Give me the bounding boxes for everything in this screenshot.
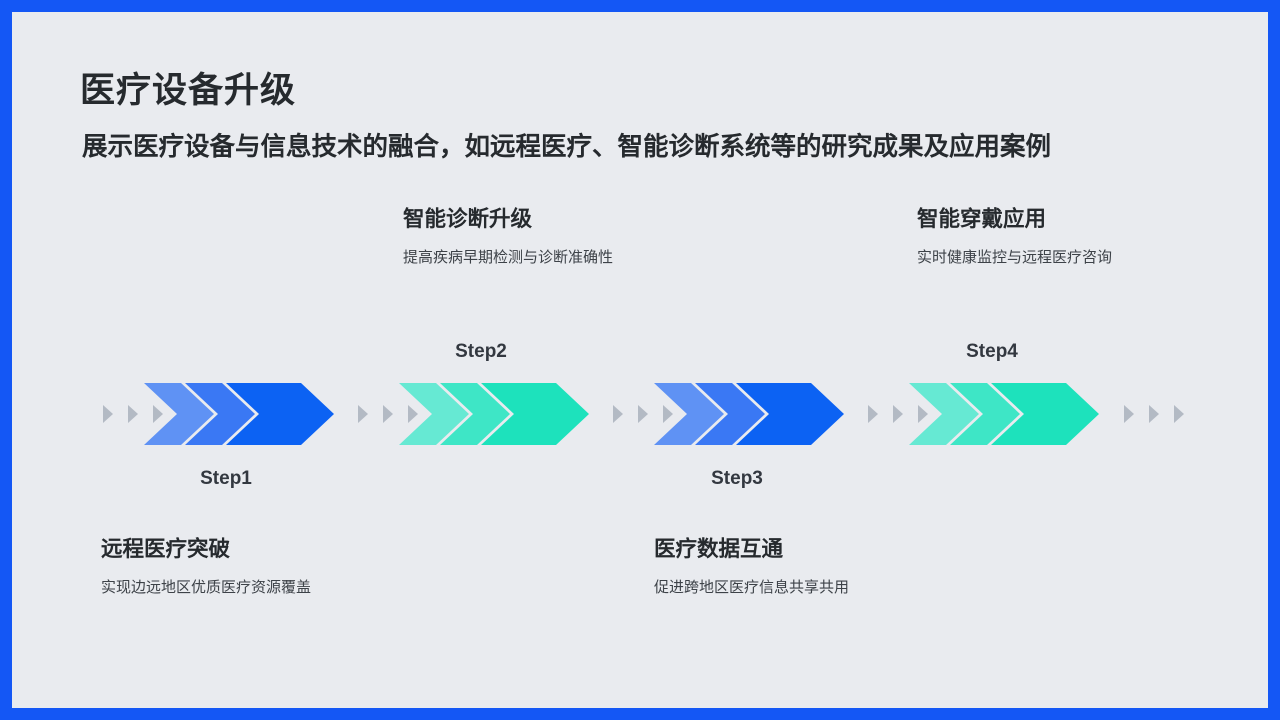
step-2-chevron-1 [399, 383, 469, 445]
step-3-chevron-1 [654, 383, 724, 445]
step-4-chevron-3 [991, 383, 1099, 445]
small-arrow-marker [358, 405, 368, 423]
step-1-chevron-2 [185, 383, 255, 445]
step-3-chevron-3 [736, 383, 844, 445]
step-3-label: Step3 [711, 468, 763, 489]
step-2-chevron-2 [440, 383, 510, 445]
step-1-chevron-1 [144, 383, 214, 445]
step-3-title: 医疗数据互通 [654, 537, 784, 562]
step-1-label: Step1 [200, 468, 252, 489]
step-4-chevron-1 [909, 383, 979, 445]
step-3-chevron-2 [695, 383, 765, 445]
step-1-chevron-3 [226, 383, 334, 445]
page-title: 医疗设备升级 [80, 71, 297, 111]
step-1-title: 远程医疗突破 [101, 537, 231, 562]
small-arrow-marker [893, 405, 903, 423]
small-arrow-marker [128, 405, 138, 423]
step-4-description: 实时健康监控与远程医疗咨询 [917, 248, 1113, 266]
step-1-card: 远程医疗突破 实现边远地区优质医疗资源覆盖 [101, 532, 327, 599]
step-3-card: 医疗数据互通 促进跨地区医疗信息共享共用 [654, 532, 880, 599]
small-arrow-marker [1124, 405, 1134, 423]
process-flow [103, 383, 1184, 445]
small-arrow-marker [383, 405, 393, 423]
small-arrow-marker [153, 405, 163, 423]
small-arrow-marker [103, 405, 113, 423]
small-arrow-marker [408, 405, 418, 423]
step-4-title: 智能穿戴应用 [917, 207, 1047, 232]
step-4-card: 智能穿戴应用 实时健康监控与远程医疗咨询 [917, 202, 1143, 269]
step-1-description: 实现边远地区优质医疗资源覆盖 [101, 578, 312, 596]
step-2-label: Step2 [455, 341, 507, 362]
step-4-label: Step4 [966, 341, 1018, 362]
step-2-chevron-3 [481, 383, 589, 445]
page-subtitle: 展示医疗设备与信息技术的融合，如远程医疗、智能诊断系统等的研究成果及应用案例 [82, 132, 1052, 162]
slide-canvas: 医疗设备升级 展示医疗设备与信息技术的融合，如远程医疗、智能诊断系统等的研究成果… [12, 12, 1268, 708]
step-4-chevron-2 [950, 383, 1020, 445]
step-3-description: 促进跨地区医疗信息共享共用 [654, 578, 850, 596]
step-2-card: 智能诊断升级 提高疾病早期检测与诊断准确性 [403, 202, 629, 269]
small-arrow-marker [918, 405, 928, 423]
small-arrow-marker [663, 405, 673, 423]
small-arrow-marker [868, 405, 878, 423]
small-arrow-marker [638, 405, 648, 423]
small-arrow-marker [1149, 405, 1159, 423]
small-arrow-marker [1174, 405, 1184, 423]
step-2-description: 提高疾病早期检测与诊断准确性 [403, 248, 614, 266]
small-arrow-marker [613, 405, 623, 423]
step-2-title: 智能诊断升级 [403, 207, 533, 232]
